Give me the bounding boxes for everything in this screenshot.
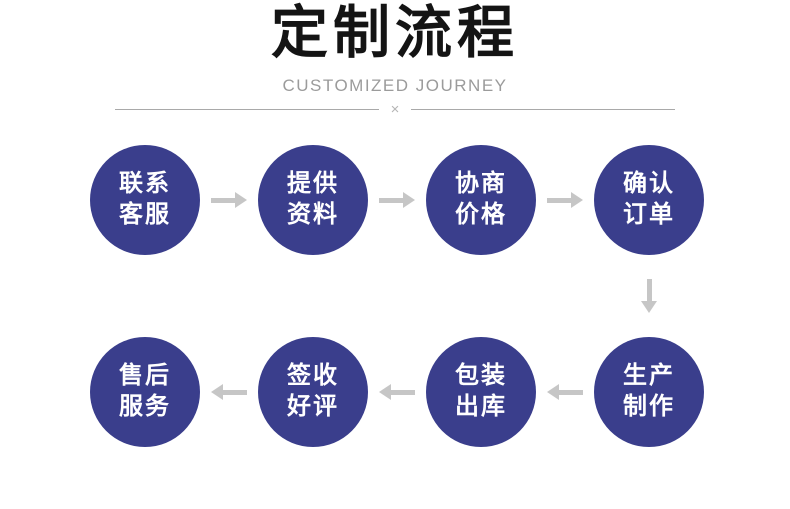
page-subtitle: CUSTOMIZED JOURNEY xyxy=(282,76,508,95)
step-label-line: 客服 xyxy=(119,201,171,228)
step-circle-pack-ship: 包装 出库 xyxy=(426,337,536,447)
step-label-line: 售后 xyxy=(119,362,171,390)
arrow-left-icon xyxy=(547,384,583,400)
step-label-line: 确认 xyxy=(623,170,675,198)
arrow-right-icon xyxy=(379,192,415,208)
divider: × xyxy=(115,100,676,118)
step-label-line: 签收 xyxy=(287,362,339,390)
step-label-line: 订单 xyxy=(623,201,675,228)
step-circle-provide-materials: 提供 资料 xyxy=(258,145,368,255)
step-circle-negotiate-price: 协商 价格 xyxy=(426,145,536,255)
step-label-line: 提供 xyxy=(287,170,339,198)
step-label-line: 资料 xyxy=(287,201,339,228)
arrow-right-icon xyxy=(547,192,583,208)
arrow-left-icon xyxy=(211,384,247,400)
step-label-line: 包装 xyxy=(455,362,507,390)
step-label-line: 协商 xyxy=(455,170,507,198)
step-circle-confirm-order: 确认 订单 xyxy=(594,145,704,255)
divider-line-right xyxy=(411,108,676,110)
step-label-line: 联系 xyxy=(119,170,171,198)
step-label-line: 生产 xyxy=(623,362,675,390)
divider-line-left xyxy=(115,108,379,110)
step-label-line: 服务 xyxy=(119,393,171,420)
step-circle-production: 生产 制作 xyxy=(594,337,704,447)
arrow-left-icon xyxy=(379,384,415,400)
step-label-line: 制作 xyxy=(623,393,675,420)
step-label-line: 价格 xyxy=(455,201,507,228)
page-title: 定制流程 xyxy=(271,1,519,65)
step-label-line: 出库 xyxy=(455,393,507,420)
arrow-right-icon xyxy=(211,192,247,208)
step-circle-after-sales-service: 售后 服务 xyxy=(90,337,200,447)
step-circle-contact-service: 联系 客服 xyxy=(90,145,200,255)
divider-x-mark: × xyxy=(390,100,400,118)
step-circle-sign-review: 签收 好评 xyxy=(258,337,368,447)
arrow-down-icon xyxy=(641,279,657,313)
step-label-line: 好评 xyxy=(287,393,339,420)
